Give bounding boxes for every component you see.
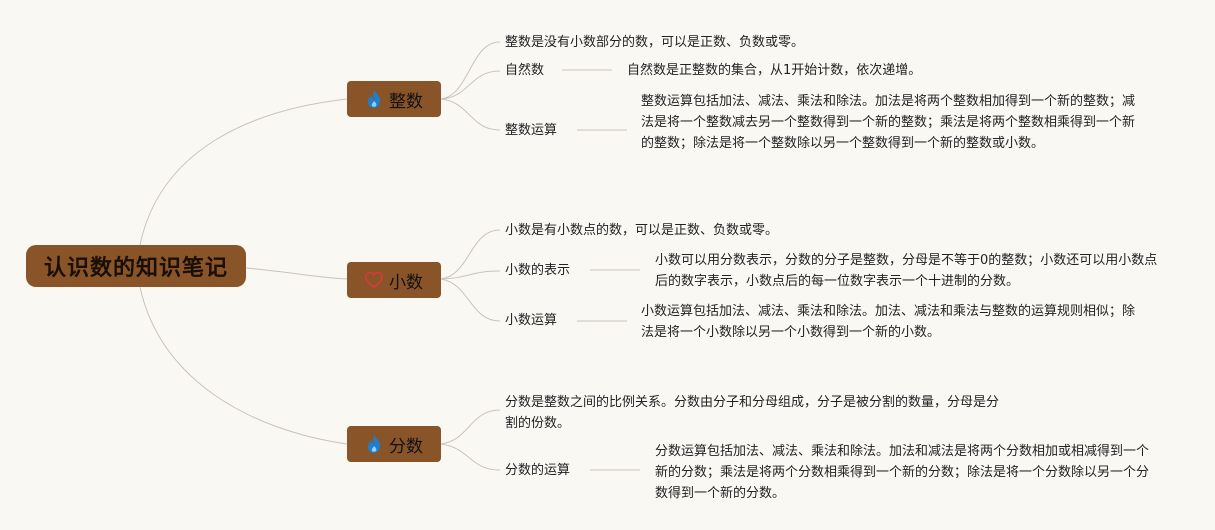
integer-definition: 整数是没有小数部分的数，可以是正数、负数或零。 — [505, 35, 805, 50]
branch-fraction[interactable]: 分数 — [347, 426, 441, 462]
integer-ops-label: 整数运算 — [505, 123, 558, 138]
branch-decimal[interactable]: 小数 — [347, 262, 441, 298]
integer-natural-label: 自然数 — [505, 63, 545, 78]
root-label: 认识数的知识笔记 — [43, 256, 228, 281]
decimal-ops-text: 小数运算包括加法、减法、乘法和除法。加法、减法和乘法与整数的运算规则相似；除法是… — [641, 304, 1136, 340]
decimal-representation-text: 小数可以用分数表示，分数的分子是整数，分母是不等于0的整数；小数还可以用小数点后… — [655, 253, 1158, 289]
connector-root-integer — [139, 98, 348, 246]
heart-icon — [365, 271, 383, 289]
flame-icon — [368, 90, 381, 108]
connector-root-fraction — [139, 286, 348, 445]
fraction-ops-label: 分数的运算 — [505, 463, 571, 478]
decimal-ops-label: 小数运算 — [505, 313, 558, 328]
fraction-ops-text: 分数运算包括加法、减法、乘法和除法。加法和减法是将两个分数相加或相减得到一个新的… — [655, 444, 1150, 501]
integer-natural-text: 自然数是正整数的集合，从1开始计数，依次递增。 — [627, 63, 922, 78]
fraction-definition: 分数是整数之间的比例关系。分数由分子和分母组成，分子是被分割的数量，分母是分割的… — [505, 395, 1000, 431]
flame-icon — [368, 435, 381, 453]
branch-fraction-label: 分数 — [389, 436, 423, 457]
connector-root-decimal — [245, 267, 348, 280]
integer-ops-text: 整数运算包括加法、减法、乘法和除法。加法是将两个整数相加得到一个新的整数；减法是… — [641, 94, 1136, 151]
branch-decimal-label: 小数 — [389, 272, 423, 293]
decimal-definition: 小数是有小数点的数，可以是正数、负数或零。 — [505, 223, 779, 238]
decimal-representation-label: 小数的表示 — [505, 263, 571, 278]
branch-integer[interactable]: 整数 — [347, 81, 441, 117]
root-node[interactable]: 认识数的知识笔记 — [26, 245, 246, 287]
branch-integer-label: 整数 — [389, 91, 423, 112]
